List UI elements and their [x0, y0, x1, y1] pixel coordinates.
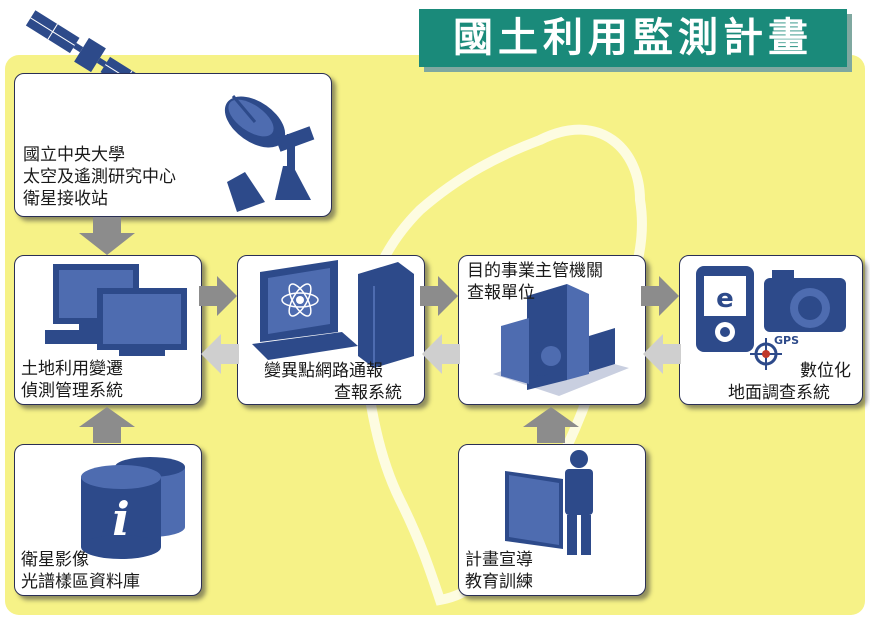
arrow-change-point-to-land-use	[201, 334, 239, 374]
arrow-station-to-land-use	[79, 217, 135, 255]
building-icon	[493, 284, 629, 396]
image-database-box: i 衛星影像 光譜樣區資料庫	[14, 444, 202, 596]
arrow-change-point-to-agency	[420, 276, 458, 316]
image-database-line-1: 衛星影像	[21, 550, 89, 570]
satellite-station-line-2: 太空及遙測研究中心	[23, 167, 176, 187]
svg-text:e: e	[716, 284, 734, 314]
agency-line-2: 查報單位	[467, 283, 535, 303]
land-use-system-box: 土地利用變遷 偵測管理系統	[14, 255, 202, 405]
database-icon: i	[81, 457, 185, 559]
education-line-1: 計畫宣導	[465, 550, 533, 570]
satellite-station-line-1: 國立中央大學	[23, 145, 125, 165]
change-point-line-2: 查報系統	[334, 383, 402, 403]
person-document-icon	[505, 450, 593, 555]
image-database-line-2: 光譜樣區資料庫	[21, 572, 140, 592]
change-point-line-1: 變異點網路通報	[264, 361, 383, 381]
info-glyph: i	[112, 492, 129, 546]
arrow-education-to-agency	[523, 407, 579, 443]
workstation-icon	[252, 260, 414, 368]
arrow-agency-to-change-point	[422, 334, 460, 374]
digital-survey-line-1: 數位化	[800, 361, 851, 381]
arrow-digital-survey-to-agency	[643, 334, 681, 374]
satellite-station-box: 國立中央大學 太空及遙測研究中心 衛星接收站	[14, 73, 332, 217]
gps-label: GPS	[774, 334, 800, 347]
pda-icon: e	[696, 266, 754, 352]
arrow-database-to-land-use	[79, 407, 135, 443]
agency-box: 目的事業主管機關 查報單位	[458, 255, 646, 405]
change-point-system-box: 變異點網路通報 查報系統	[237, 255, 425, 405]
satellite-dish-icon	[224, 95, 315, 212]
gps-icon	[750, 338, 782, 370]
land-use-line-1: 土地利用變遷	[21, 359, 123, 379]
satellite-station-line-3: 衛星接收站	[23, 189, 108, 209]
agency-line-1: 目的事業主管機關	[467, 261, 603, 281]
digital-survey-box: e GPS 數位化 地面調查系統	[679, 255, 863, 405]
land-use-line-2: 偵測管理系統	[21, 381, 123, 401]
education-line-2: 教育訓練	[465, 572, 533, 592]
computer-icon	[45, 264, 187, 356]
digital-survey-line-2: 地面調查系統	[728, 383, 830, 403]
arrow-agency-to-digital-survey	[641, 276, 679, 316]
camera-icon	[764, 270, 846, 332]
arrow-land-use-to-change-point	[199, 276, 237, 316]
education-box: 計畫宣導 教育訓練	[458, 444, 646, 596]
page-title: 國土利用監測計畫	[419, 9, 847, 67]
